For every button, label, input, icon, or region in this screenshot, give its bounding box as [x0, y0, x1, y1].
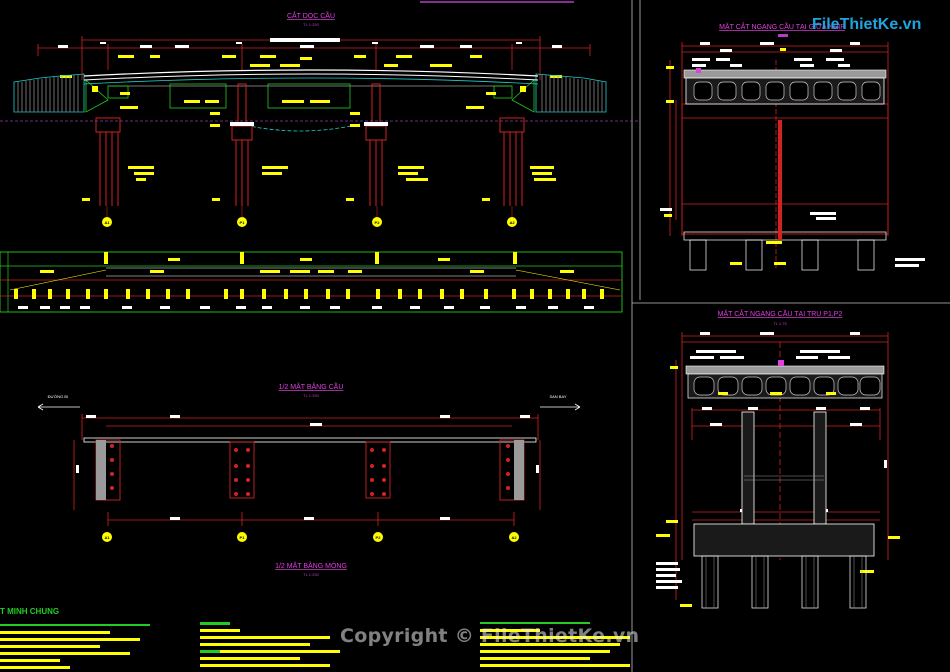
- plan-support-label-a1: A1: [104, 535, 110, 540]
- direction-left-label: ĐƯỜNG ĐI: [48, 394, 69, 399]
- midspan-piles: [683, 231, 887, 271]
- profile-table: [0, 251, 623, 313]
- sheet-frame: [420, 0, 950, 672]
- support-label-a1: A1: [104, 220, 110, 225]
- half-plan: 1/2 MẶT BẰNG CẦU TL 1:250 ĐƯỜNG ĐI SAN B…: [37, 381, 581, 577]
- cross-section-pier: MẶT CẮT NGANG CẦU TẠI TRỤ P1,P2 TL 1:75: [656, 308, 900, 609]
- pier-labels: [82, 124, 556, 201]
- plan-title: 1/2 MẶT BẰNG CẦU: [279, 381, 344, 391]
- copyright-watermark: Copyright © FileThietKe.vn: [340, 625, 640, 647]
- plan-supports: [95, 439, 525, 501]
- pier-piles: [701, 555, 867, 609]
- left-embankment: [13, 73, 109, 113]
- plan-support-label-p1: P1: [240, 535, 246, 540]
- bridge-deck: [83, 69, 539, 87]
- longitudinal-scale: TL 1:250: [303, 22, 319, 27]
- support-label-a2: A2: [509, 220, 515, 225]
- support-markers-plan: [102, 532, 519, 542]
- top-yellow-labels: [60, 55, 562, 78]
- plan-support-label-p2: P2: [376, 535, 382, 540]
- logo-text: FileThietKe.vn: [812, 16, 922, 33]
- general-notes: T MINH CHUNG: [0, 607, 630, 669]
- support-label-p2: P2: [375, 220, 381, 225]
- direction-right-arrow: [540, 403, 581, 411]
- pier-caps: [230, 122, 388, 126]
- site-logo: FileThietKe.vn: [812, 14, 922, 40]
- girder-labels: [120, 92, 496, 115]
- riverbed-line: [239, 123, 361, 132]
- foundation-scale: TL 1:250: [303, 572, 319, 577]
- longitudinal-title: CẮT DỌC CẦU: [287, 10, 335, 20]
- midspan-title: MẶT CẮT NGANG CẦU TẠI GIỮA NHỊP: [719, 21, 845, 31]
- girder-detail-boxes: [107, 83, 513, 109]
- pier-columns: [95, 83, 525, 206]
- cross-section-midspan: MẶT CẮT NGANG CẦU TẠI GIỮA NHỊP: [660, 21, 925, 271]
- support-label-p1: P1: [240, 220, 246, 225]
- notes-title: T MINH CHUNG: [0, 607, 59, 616]
- foundation-title: 1/2 MẶT BẰNG MÓNG: [275, 561, 347, 570]
- direction-left-arrow: [37, 403, 80, 411]
- support-markers-elevation: [102, 206, 517, 227]
- top-dim-labels: [58, 38, 562, 48]
- pier-section-title: MẶT CẮT NGANG CẦU TẠI TRỤ P1,P2: [718, 308, 843, 318]
- right-embankment: [511, 73, 607, 113]
- plan-scale: TL 1:250: [303, 393, 319, 398]
- pier-section-scale: TL 1:75: [773, 321, 787, 326]
- direction-right-label: SAN BAY: [549, 394, 566, 399]
- pier-stems: [693, 411, 875, 557]
- plan-support-label-a2: A2: [511, 535, 517, 540]
- longitudinal-section: CẮT DỌC CẦU TL 1:250: [0, 10, 640, 227]
